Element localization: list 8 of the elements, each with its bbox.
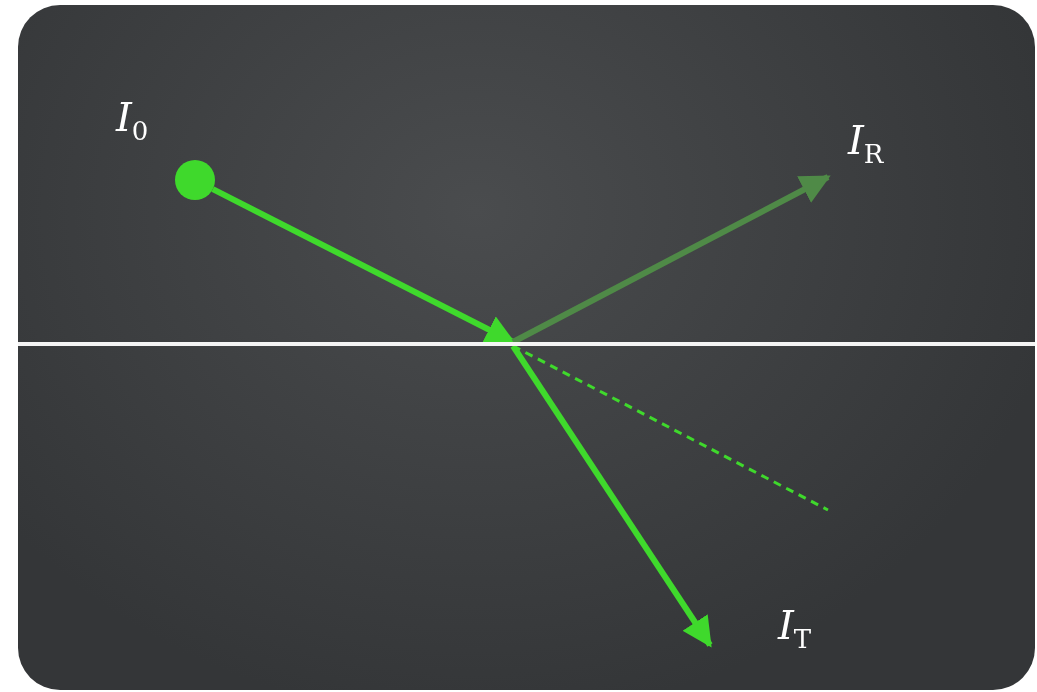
light-source-dot [175, 160, 215, 200]
ray-arrow [211, 186, 516, 345]
intensity-label: I$_{R}$ [848, 120, 884, 167]
ray-arrow [510, 344, 713, 648]
dashed-line [512, 344, 829, 512]
ray-arrow [511, 174, 831, 345]
intensity-label: I$_{0}$ [116, 97, 149, 144]
intensity-label: I$_{T}$ [778, 605, 812, 652]
